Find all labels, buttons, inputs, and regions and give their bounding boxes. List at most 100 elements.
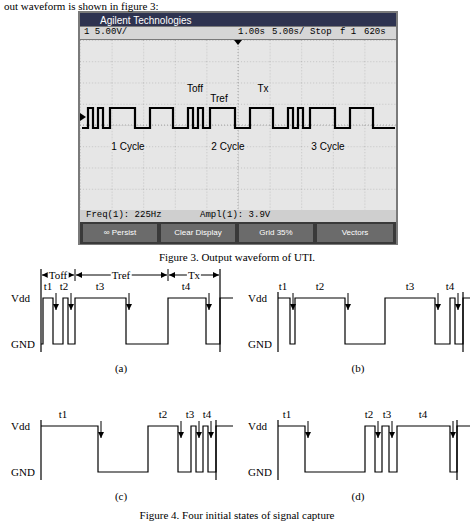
capture-arrow <box>181 421 182 438</box>
level-label: GND <box>248 466 272 478</box>
boundary-line <box>215 420 216 480</box>
time-label: t4 <box>446 280 455 292</box>
interval-tick <box>75 269 76 281</box>
softkey-label: Grid 35% <box>259 229 292 238</box>
time-label: t3 <box>406 280 415 292</box>
capture-arrow <box>211 421 212 438</box>
capture-arrow <box>458 293 459 310</box>
time-label: t2 <box>316 280 325 292</box>
signal-name: Toff <box>186 83 204 94</box>
cycle-label: 2 Cycle <box>210 141 245 152</box>
status-row <box>80 27 396 39</box>
panel-label: (a) <box>115 362 127 374</box>
boundary-line <box>40 269 41 352</box>
softkey <box>161 224 235 242</box>
softkey-label: Clear Display <box>165 229 231 238</box>
interval-label: Toff <box>48 269 69 281</box>
run-state: Stop <box>310 28 332 38</box>
panel-label: (b) <box>352 362 365 374</box>
time-delay: 1.00s <box>238 28 265 38</box>
capture-arrow <box>71 293 72 310</box>
boundary-line <box>219 269 220 352</box>
trigger-level: 620s <box>364 28 386 38</box>
cycle-label: 1 Cycle <box>110 141 145 152</box>
time-label: t1 <box>44 280 53 292</box>
softkey <box>239 224 313 242</box>
level-label: Vdd <box>11 420 30 432</box>
measurement: Freq(1): 225Hz <box>86 211 162 221</box>
signal-trace <box>278 298 470 344</box>
timing-panel <box>278 420 470 480</box>
oscilloscope-screen <box>78 11 398 245</box>
level-label: GND <box>248 338 272 350</box>
scope-display <box>80 40 396 210</box>
time-scale: 5.00s/ <box>272 28 304 38</box>
capture-arrow <box>101 421 102 438</box>
trigger-marker <box>234 40 242 45</box>
boundary-line <box>462 292 463 352</box>
level-label: GND <box>11 338 35 350</box>
level-label: Vdd <box>248 292 267 304</box>
capture-arrow <box>199 421 200 438</box>
channel-scale: 1 5.00V/ <box>84 28 127 38</box>
softkey <box>83 224 157 242</box>
figure-caption: Figure 4. Four initial states of signal … <box>140 509 335 521</box>
panel-label: (c) <box>115 490 127 502</box>
figure-caption: Figure 3. Output waveform of UTI. <box>159 251 315 263</box>
capture-arrow <box>56 293 57 310</box>
interval-label: Tx <box>187 269 201 281</box>
panel-label: (d) <box>352 490 365 502</box>
signal-trace <box>41 298 233 344</box>
capture-arrow <box>392 421 393 438</box>
scope-axes <box>80 40 396 210</box>
timing-panel <box>41 420 233 480</box>
capture-arrow <box>209 293 210 310</box>
timing-panel <box>41 269 233 352</box>
time-label: t3 <box>383 408 392 420</box>
signal-name: Tx <box>256 83 269 94</box>
level-label: Vdd <box>248 420 267 432</box>
channel-marker <box>80 113 86 121</box>
capture-arrow <box>438 293 439 310</box>
time-label: t2 <box>365 408 374 420</box>
capture-arrow <box>293 293 294 310</box>
softkey-label: Vectors <box>342 229 369 238</box>
timing-panel <box>278 292 470 352</box>
signal-trace <box>41 426 233 472</box>
measure-row <box>80 210 396 222</box>
signal-trace <box>278 426 470 472</box>
waveforms <box>41 108 470 480</box>
time-label: t4 <box>203 408 212 420</box>
time-label: t3 <box>96 280 105 292</box>
scope-trace <box>82 108 395 128</box>
time-label: t1 <box>59 408 68 420</box>
scope-grid <box>80 40 396 210</box>
boundary-line <box>456 420 457 480</box>
trigger-source: f 1 <box>340 28 356 38</box>
scope-frame <box>78 11 398 245</box>
softkey <box>317 224 393 242</box>
time-label: t3 <box>186 408 195 420</box>
time-label: t4 <box>182 280 191 292</box>
capture-arrow <box>378 421 379 438</box>
measurement: Ampl(1): 3.9V <box>200 211 270 221</box>
level-label: GND <box>11 466 35 478</box>
time-label: t4 <box>419 408 428 420</box>
softkey-bar <box>80 222 396 244</box>
capture-arrow <box>129 293 130 310</box>
time-label: t1 <box>283 408 292 420</box>
interval-tick <box>168 269 169 281</box>
capture-arrow <box>453 421 454 438</box>
time-label: t2 <box>159 408 168 420</box>
time-label: t1 <box>279 280 288 292</box>
level-label: Vdd <box>11 292 30 304</box>
boundary-line <box>40 420 41 480</box>
brand-name: Agilent Technologies <box>100 14 192 25</box>
capture-arrow <box>348 293 349 310</box>
body-text: out waveform is shown in figure 3: <box>4 0 159 12</box>
capture-arrow <box>308 421 309 438</box>
scope-header <box>80 13 396 26</box>
interval-label: Tref <box>111 269 132 281</box>
